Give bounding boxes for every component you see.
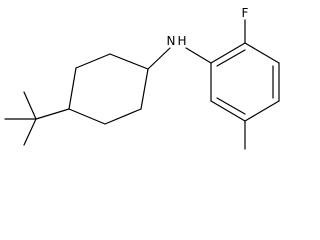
nitrogen-atom-label: N [167, 34, 176, 48]
bond-benzene-4 [244, 100, 280, 122]
bond-tbu-methyl-bottom [23, 118, 37, 146]
bond-cyclohexane-5 [104, 108, 142, 125]
bond-cyclohexane-6 [68, 108, 106, 125]
bond-benzene-double-1 [216, 49, 246, 67]
structure-canvas: N H F [4, 6, 280, 150]
bond-cyclohexane-4 [140, 68, 149, 110]
bond-benzene-5 [210, 100, 246, 122]
molecule-diagram: N H F [4, 6, 280, 150]
bond-benzene-2 [244, 42, 280, 64]
fluorine-atom-label: F [242, 6, 249, 20]
bond-ring-to-nitrogen [147, 47, 171, 70]
bond-benzene-double-3 [216, 97, 246, 115]
nitrogen-hydrogen-label: H [177, 34, 186, 48]
bond-benzene-1 [210, 42, 246, 64]
bond-cyclohexane-1 [68, 67, 77, 110]
bond-nitrogen-to-aryl [185, 47, 212, 64]
bond-cyclohexane-2 [75, 53, 111, 69]
bond-tbu-methyl-top [23, 91, 37, 120]
bond-tbu-to-ring [35, 108, 70, 120]
bond-cyclohexane-3 [109, 53, 149, 70]
